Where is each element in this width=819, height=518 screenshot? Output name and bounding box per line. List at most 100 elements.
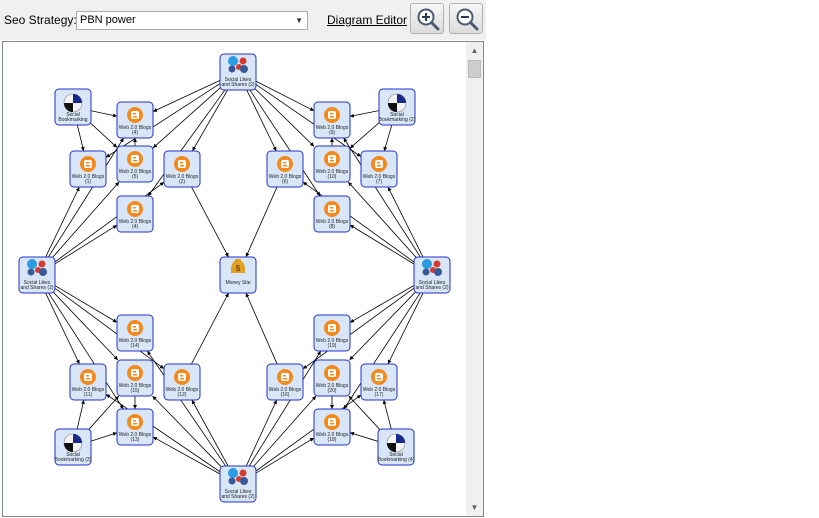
- blogger-glyph: [328, 155, 336, 163]
- node-label-line2: (14): [131, 343, 140, 349]
- edge-arrow: [52, 290, 119, 361]
- diagram-node-w-bl-top[interactable]: Web 2.0 Blogs(14): [116, 314, 154, 352]
- blogger-glyph-line: [330, 160, 334, 162]
- vertical-scrollbar[interactable]: ▲ ▼: [466, 42, 483, 516]
- edge-arrow: [89, 110, 118, 118]
- node-label-line1: Web 2.0 Blogs: [363, 174, 396, 180]
- diagram-node-w-br-l[interactable]: Web 2.0 Blogs(16): [266, 363, 304, 401]
- money-bag-icon: [230, 260, 246, 273]
- blogger-glyph: [375, 160, 383, 168]
- diagram-node-w-tl-l[interactable]: Web 2.0 Blogs(1): [69, 150, 107, 188]
- bookmark-icon-blue-sector: [396, 434, 405, 443]
- edge-arrow: [152, 79, 222, 112]
- node-label-line1: Web 2.0 Blogs: [119, 125, 152, 131]
- node-label-line2: (15): [131, 388, 140, 394]
- diagram-node-money[interactable]: $Money Site: [219, 256, 257, 294]
- scroll-thumb[interactable]: [468, 60, 481, 78]
- diagram-node-w-tr-b[interactable]: Web 2.0 Blogs(8): [313, 195, 351, 233]
- edge-arrow: [190, 185, 229, 258]
- edge-arrow: [245, 292, 279, 366]
- node-label-line2: Bookmarking (4): [378, 457, 415, 463]
- diagram-node-w-tr-l[interactable]: Web 2.0 Blogs(6): [266, 150, 304, 188]
- scroll-up-arrow-icon[interactable]: ▲: [470, 46, 479, 55]
- node-label-line1: Web 2.0 Blogs: [316, 432, 349, 438]
- zoom-in-button[interactable]: [410, 3, 444, 34]
- chevron-down-icon[interactable]: ▼: [295, 16, 303, 25]
- edge-arrow: [245, 399, 278, 468]
- diagram-editor-link[interactable]: Diagram Editor: [327, 13, 408, 27]
- twitter-icon: [27, 259, 37, 269]
- node-label-line2: (4): [132, 224, 138, 230]
- diagram-node-w-br-c[interactable]: Web 2.0 Blogs(20): [313, 359, 351, 397]
- diagram-node-w-bl-c[interactable]: Web 2.0 Blogs(15): [116, 359, 154, 397]
- scroll-down-arrow-icon[interactable]: ▼: [470, 503, 479, 512]
- diagram-node-w-br-r[interactable]: Web 2.0 Blogs(17): [360, 363, 398, 401]
- blogger-glyph-line: [133, 326, 136, 328]
- diagram-node-w-tl-b[interactable]: Web 2.0 Blogs(4): [116, 195, 154, 233]
- node-label-line1: Social: [66, 112, 80, 118]
- diagram-node-w-br-b[interactable]: Web 2.0 Blogs(18): [313, 408, 351, 446]
- edge-arrow: [76, 399, 85, 431]
- diagram-node-w-tl-c[interactable]: Web 2.0 Blogs(5): [116, 145, 154, 183]
- blogger-glyph-line: [377, 378, 381, 380]
- node-label-line1: Web 2.0 Blogs: [119, 432, 152, 438]
- edge-arrow: [190, 292, 229, 366]
- edge-arrow: [105, 393, 223, 474]
- edge-arrow: [192, 88, 229, 152]
- diagram-node-w-tl-r[interactable]: Web 2.0 Blogs(2): [163, 150, 201, 188]
- diagram-node-w-tr-r[interactable]: Web 2.0 Blogs(7): [360, 150, 398, 188]
- edge-arrow: [44, 186, 80, 259]
- blogger-glyph-line: [377, 375, 380, 377]
- edge-arrow: [152, 436, 222, 476]
- blogger-glyph: [281, 373, 289, 381]
- blogger-glyph-line: [133, 113, 136, 115]
- google-plus-icon: [239, 57, 247, 65]
- edge-arrow: [245, 88, 277, 152]
- diagram-node-w-bl-b[interactable]: Web 2.0 Blogs(13): [116, 408, 154, 446]
- edge-arrow: [383, 123, 393, 152]
- twitter-icon: [228, 468, 238, 478]
- edge-arrow: [245, 185, 279, 258]
- blogger-glyph: [281, 160, 289, 168]
- blogger-glyph-line: [283, 375, 286, 377]
- google-plus-icon: [239, 469, 247, 477]
- diagram-node-w-bl-r[interactable]: Web 2.0 Blogs(12): [163, 363, 201, 401]
- edge-arrow: [87, 395, 120, 432]
- facebook-icon: [39, 268, 47, 276]
- diagram-node-w-bl-l[interactable]: Web 2.0 Blogs(11): [69, 363, 107, 401]
- edge-arrow: [349, 431, 380, 443]
- edge-arrow: [343, 137, 422, 260]
- diagram-node-w-tr-c[interactable]: Web 2.0 Blogs(10): [313, 145, 351, 183]
- diagram-node-w-br-top[interactable]: Web 2.0 Blogs(19): [313, 314, 351, 352]
- node-label-line2: (18): [328, 437, 337, 443]
- node-label-line2: (7): [376, 179, 382, 185]
- zoom-out-button[interactable]: [449, 3, 483, 34]
- edge-arrow: [146, 350, 228, 469]
- edge-arrow: [76, 123, 85, 152]
- diagram-node-w-tr-top[interactable]: Web 2.0 Blogs(9): [313, 101, 351, 139]
- share-icon: [228, 477, 236, 485]
- seo-strategy-select[interactable]: PBN power ▼: [76, 11, 308, 30]
- node-label-line1: Web 2.0 Blogs: [119, 383, 152, 389]
- zoom-out-icon: [456, 8, 479, 31]
- blogger-glyph-line: [133, 116, 137, 118]
- node-label-line2: Bookmarking (3): [55, 457, 92, 463]
- edge-arrow: [152, 395, 223, 469]
- edge-arrow: [105, 82, 223, 158]
- seo-strategy-label: Seo Strategy:: [4, 13, 77, 27]
- diagram-node-w-tl-top[interactable]: Web 2.0 Blogs(4): [116, 101, 154, 139]
- edge-arrow: [349, 290, 417, 361]
- node-label-line2: (9): [329, 130, 335, 136]
- node-label-line2: (17): [375, 392, 384, 398]
- node-label-line1: Web 2.0 Blogs: [166, 174, 199, 180]
